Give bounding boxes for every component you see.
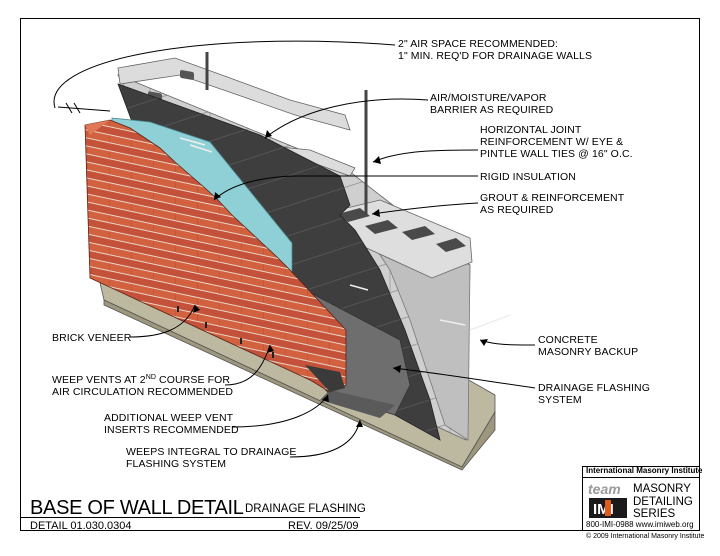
drawing-title: BASE OF WALL DETAIL — [30, 497, 244, 519]
integral-label-1: WEEPS INTEGRAL TO DRAINAGE — [126, 446, 296, 458]
air-space-label-1: 2" AIR SPACE RECOMMENDED: — [398, 38, 558, 50]
joint-label-3: PINTLE WALL TIES @ 16" O.C. — [480, 148, 633, 160]
drawing-subtitle: DRAINAGE FLASHING — [245, 503, 366, 515]
insert-label-2: INSERTS RECOMMENDED — [104, 424, 239, 436]
imi-contact: 800-IMI-0988 www.imiweb.org — [586, 520, 694, 529]
barrier-label-2: BARRIER AS REQUIRED — [430, 104, 554, 116]
insulation-label: RIGID INSULATION — [480, 171, 576, 183]
joint-label-2: REINFORCEMENT W/ EYE & — [480, 136, 623, 148]
detail-number: DETAIL 01.030.0304 — [30, 520, 132, 532]
title-block-separator — [20, 517, 360, 518]
imi-org-name: International Masonry Institute — [586, 466, 703, 475]
revision-date: REV. 09/25/09 — [288, 520, 359, 532]
insert-label-1: ADDITIONAL WEEP VENT — [104, 412, 234, 424]
svg-text:team: team — [588, 481, 621, 497]
weep-label-1: WEEP VENTS AT 2ND COURSE FOR — [52, 374, 230, 386]
masonry-detailing-series: MASONRY DETAILING SERIES — [633, 483, 693, 520]
drawing-border — [20, 18, 700, 531]
air-space-label-2: 1" MIN. REQ'D FOR DRAINAGE WALLS — [398, 50, 592, 62]
flashing-label-2: SYSTEM — [538, 394, 582, 406]
copyright-note: © 2009 International Masonry Institute — [586, 533, 705, 540]
imi-divider — [582, 477, 700, 478]
integral-label-2: FLASHING SYSTEM — [126, 458, 226, 470]
imi-title-block — [582, 466, 700, 531]
cmu-label-2: MASONRY BACKUP — [538, 346, 638, 358]
weep-label-2: AIR CIRCULATION RECOMMENDED — [52, 386, 233, 398]
veneer-label: BRICK VENEER — [52, 332, 132, 344]
team-imi-logo: team IMI — [587, 481, 629, 519]
barrier-label-1: AIR/MOISTURE/VAPOR — [430, 92, 547, 104]
grout-label-2: AS REQUIRED — [480, 204, 554, 216]
grout-label-1: GROUT & REINFORCEMENT — [480, 192, 625, 204]
weep-vents — [177, 306, 274, 358]
cmu-label-1: CONCRETE — [538, 334, 598, 346]
joint-label-1: HORIZONTAL JOINT — [480, 124, 582, 136]
wall-ties — [179, 137, 511, 331]
flashing-label-1: DRAINAGE FLASHING — [538, 382, 650, 394]
